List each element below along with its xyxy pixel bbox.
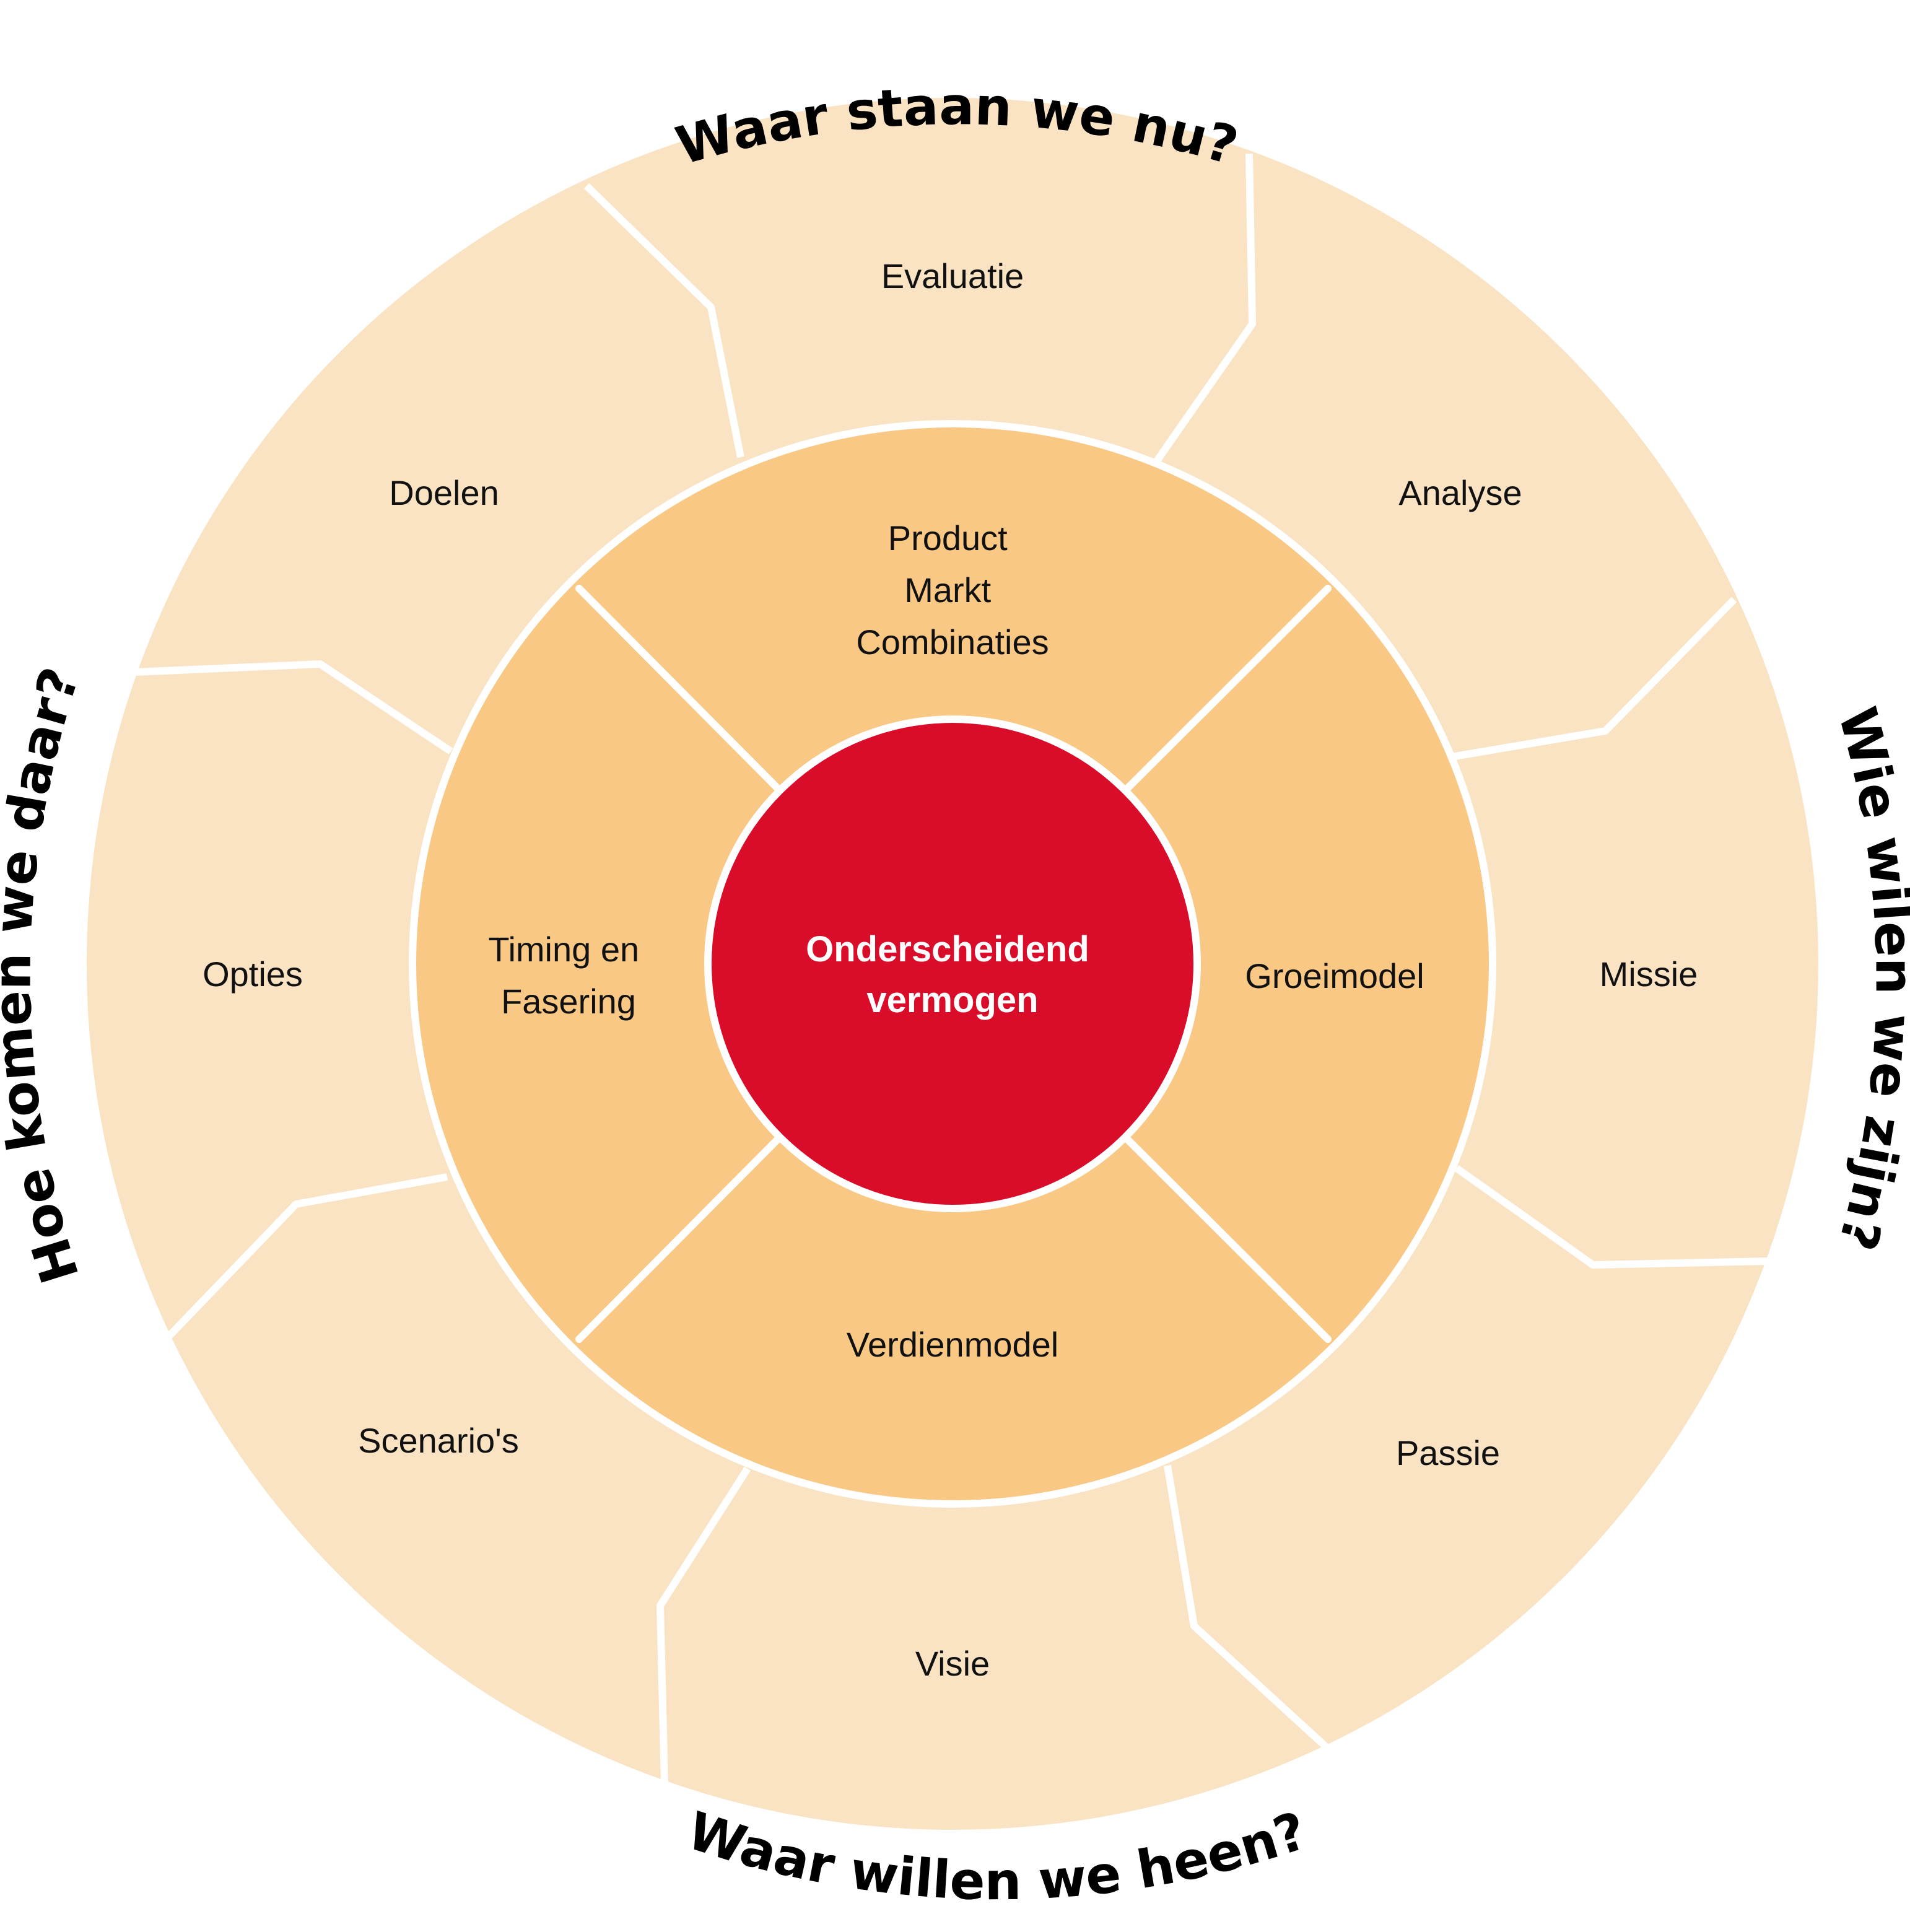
core-label: Onderscheidend vermogen: [806, 929, 1099, 1020]
inner-label-line: Markt: [904, 570, 991, 610]
outer-divider: [1154, 153, 1256, 463]
inner-divider: [1118, 585, 1332, 798]
title-left-path: Hoe komen we daar?: [0, 660, 91, 1290]
inner-divider: [575, 1130, 787, 1343]
outer-label-missie: Missie: [1600, 955, 1698, 994]
title-right-path: Wie wilen we zijn?: [1826, 701, 1910, 1257]
outer-label-opties: Opties: [203, 955, 303, 994]
core-circle: [704, 715, 1201, 1212]
inner-label-line: Fasering: [501, 982, 636, 1021]
outer-label-doelen: Doelen: [389, 473, 499, 512]
outer-divider: [656, 1466, 751, 1784]
inner-label-product-markt-combinaties: Product Markt Combinaties: [856, 518, 1049, 662]
outer-divider: [134, 660, 453, 754]
inner-label-line: Combinaties: [856, 623, 1049, 662]
outer-label-analyse: Analyse: [1398, 473, 1522, 512]
outer-divider: [1454, 1165, 1769, 1269]
outer-ring-dividers: [134, 153, 1769, 1784]
core-label-line: vermogen: [866, 980, 1038, 1020]
outer-divider: [1447, 597, 1737, 761]
core-label-line: Onderscheidend: [806, 929, 1089, 969]
title-left: Hoe komen we daar?: [0, 660, 91, 1290]
outer-label-scenarios: Scenario's: [358, 1421, 519, 1460]
outer-label-visie: Visie: [915, 1644, 990, 1683]
outer-divider: [1164, 1465, 1329, 1750]
inner-ring-dividers: [575, 585, 1332, 1343]
inner-divider: [1118, 1130, 1332, 1343]
outer-divider: [583, 183, 744, 458]
inner-label-verdienmodel: Verdienmodel: [847, 1325, 1058, 1364]
outer-label-passie: Passie: [1396, 1433, 1500, 1472]
inner-divider: [575, 585, 787, 798]
title-right: Wie wilen we zijn?: [1826, 701, 1910, 1257]
inner-label-line: Timing en: [488, 930, 639, 969]
outer-divider: [165, 1173, 448, 1340]
inner-label-groeimodel: Groeimodel: [1245, 956, 1424, 995]
inner-label-timing-en-fasering: Timing en Fasering: [488, 930, 648, 1021]
inner-label-line: Product: [888, 518, 1008, 557]
outer-label-evaluatie: Evaluatie: [881, 256, 1024, 295]
